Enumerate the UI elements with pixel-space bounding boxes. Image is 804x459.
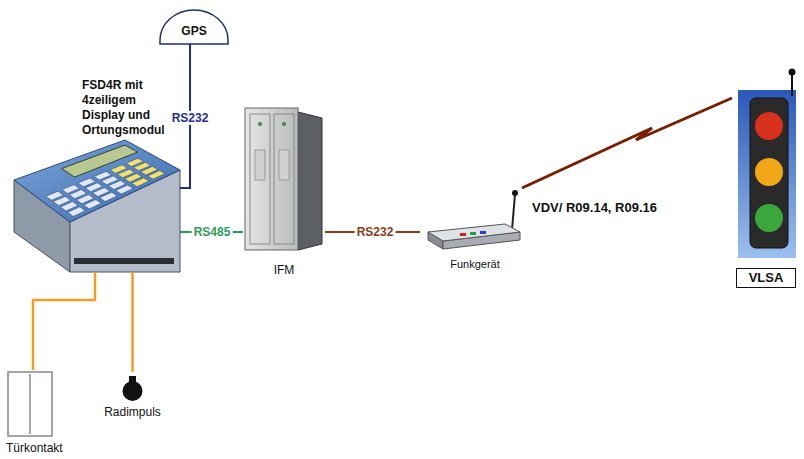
key xyxy=(100,192,118,201)
node-label: GPS xyxy=(181,24,206,39)
ifm-rack xyxy=(245,108,322,250)
interface-label: VDV/ R09.14, R09.16 xyxy=(530,200,659,216)
key xyxy=(84,200,102,209)
fsd4r-device xyxy=(14,140,180,272)
key xyxy=(132,178,150,187)
wheel-sensor xyxy=(123,376,143,401)
interface-label: RS232 xyxy=(170,111,211,125)
key xyxy=(116,185,134,194)
traffic-signal: VLSA xyxy=(732,68,800,288)
node-label: FSD4R mit 4zeiligem Display und Ortungsm… xyxy=(82,78,174,138)
interface-label: RS232 xyxy=(355,225,396,239)
key xyxy=(68,207,86,217)
radio-link xyxy=(522,98,732,188)
interface-module: IFM xyxy=(243,106,325,278)
traffic-light xyxy=(738,69,796,259)
radio-device xyxy=(428,190,520,249)
gps-antenna: GPS xyxy=(160,12,228,44)
node-label: Funkgerät xyxy=(450,258,500,272)
radio-unit: Funkgerät xyxy=(420,185,530,272)
wheel-pulse: Radimpuls xyxy=(100,372,165,420)
door-contact: Türkontakt xyxy=(4,370,72,456)
node-label: Türkontakt xyxy=(6,441,63,456)
key xyxy=(148,170,166,179)
interface-label: RS485 xyxy=(192,225,233,239)
terminal-device: FSD4R mit 4zeiligem Display und Ortungsm… xyxy=(10,78,180,272)
node-label: IFM xyxy=(274,263,295,278)
node-label: Radimpuls xyxy=(104,405,161,420)
door-symbol xyxy=(8,372,52,436)
lcd-display xyxy=(62,145,138,177)
signal-label-box: VLSA xyxy=(736,268,797,288)
cable xyxy=(33,272,95,370)
gps-dome xyxy=(160,10,228,44)
cable xyxy=(131,272,134,372)
